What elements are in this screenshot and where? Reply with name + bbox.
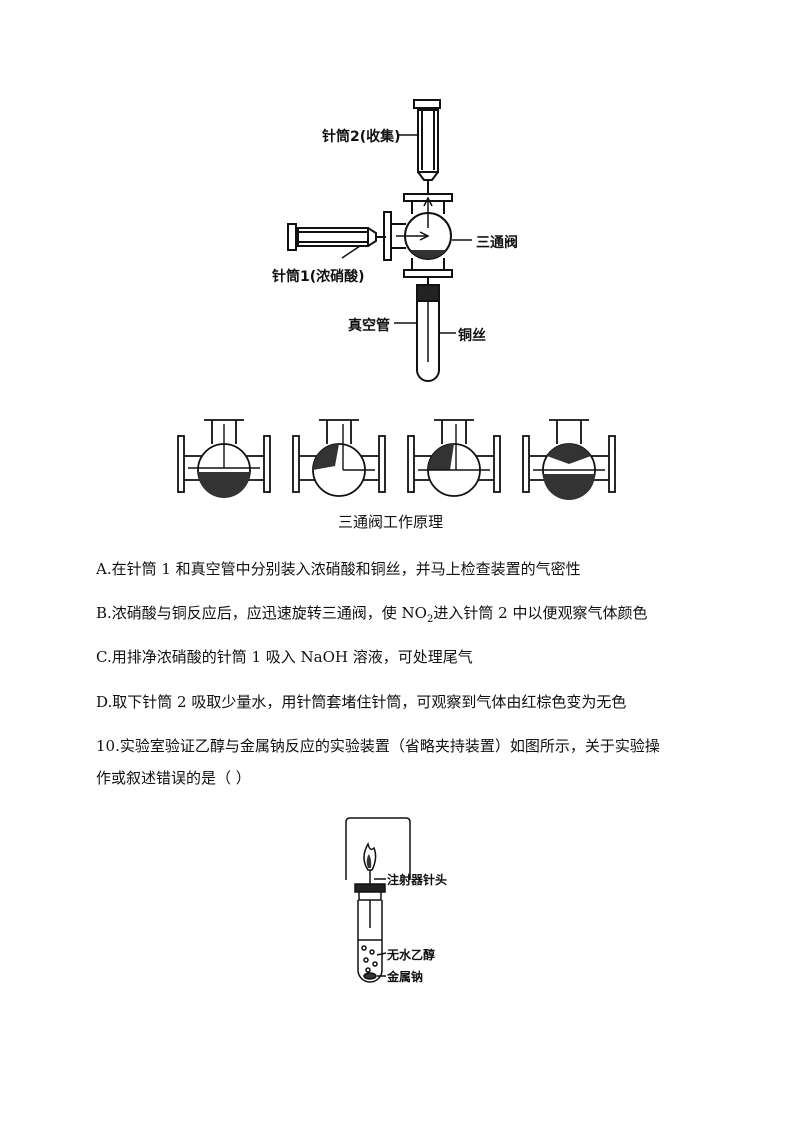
- question-10-line2: 作或叙述错误的是（ ）: [96, 769, 251, 787]
- syringe1-barrel: [297, 227, 369, 247]
- ethanol-sodium-drawing: [345, 817, 411, 983]
- valve-state-4: [522, 419, 616, 500]
- syringe2-barrel: [417, 109, 439, 173]
- valve-bottom-flange: [403, 269, 453, 278]
- option-b: B.浓硝酸与铜反应后，应迅速旋转三通阀，使 NO2进入针筒 2 中以便观察气体颜…: [96, 602, 647, 631]
- valve-state-1: [177, 419, 271, 498]
- ethanol-label: 无水乙醇: [387, 948, 436, 962]
- question-10-line1: 10.实验室验证乙醇与金属钠反应的实验装置（省略夹持装置）如图所示，关于实验操: [96, 737, 660, 755]
- syringe2-plunger-cap: [413, 99, 441, 109]
- tube-stopper: [354, 883, 386, 893]
- test-tube: [357, 900, 383, 983]
- option-a: A.在针筒 1 和真空管中分别装入浓硝酸和铜丝，并马上检查装置的气密性: [96, 560, 581, 578]
- valve-principle-caption: 三通阀工作原理: [338, 513, 444, 531]
- syringe1-plunger-cap: [287, 223, 297, 251]
- option-b-text-end: 进入针筒 2 中以便观察气体颜色: [433, 604, 648, 622]
- valve-state-3: [407, 419, 501, 497]
- option-b-text: B.浓硝酸与铜反应后，应迅速旋转三通阀，使 NO: [96, 604, 427, 622]
- valve-label: 三通阀: [476, 235, 518, 251]
- option-b-subscript: 2: [426, 614, 434, 625]
- vacuum-tube-label: 真空管: [348, 318, 390, 334]
- valve-principle-drawing: [177, 419, 616, 500]
- sodium-label: 金属钠: [387, 970, 424, 984]
- sodium-lump: [363, 972, 377, 980]
- option-d: D.取下针筒 2 吸取少量水，用针筒套堵住针筒，可观察到气体由红棕色变为无色: [96, 693, 627, 711]
- syringe2-label: 针筒2(收集): [322, 129, 401, 145]
- inverted-beaker: [345, 817, 411, 880]
- vacuum-tube: [416, 301, 440, 382]
- option-c: C.用排净浓硝酸的针筒 1 吸入 NaOH 溶液，可处理尾气: [96, 648, 473, 666]
- apparatus-drawing: [287, 99, 472, 382]
- valve-state-2: [292, 419, 386, 497]
- syringe1-label: 针筒1(浓硝酸): [272, 269, 365, 285]
- rubber-stopper: [416, 284, 440, 302]
- needle-label: 注射器针头: [387, 873, 448, 887]
- copper-wire-label: 铜丝: [458, 328, 486, 344]
